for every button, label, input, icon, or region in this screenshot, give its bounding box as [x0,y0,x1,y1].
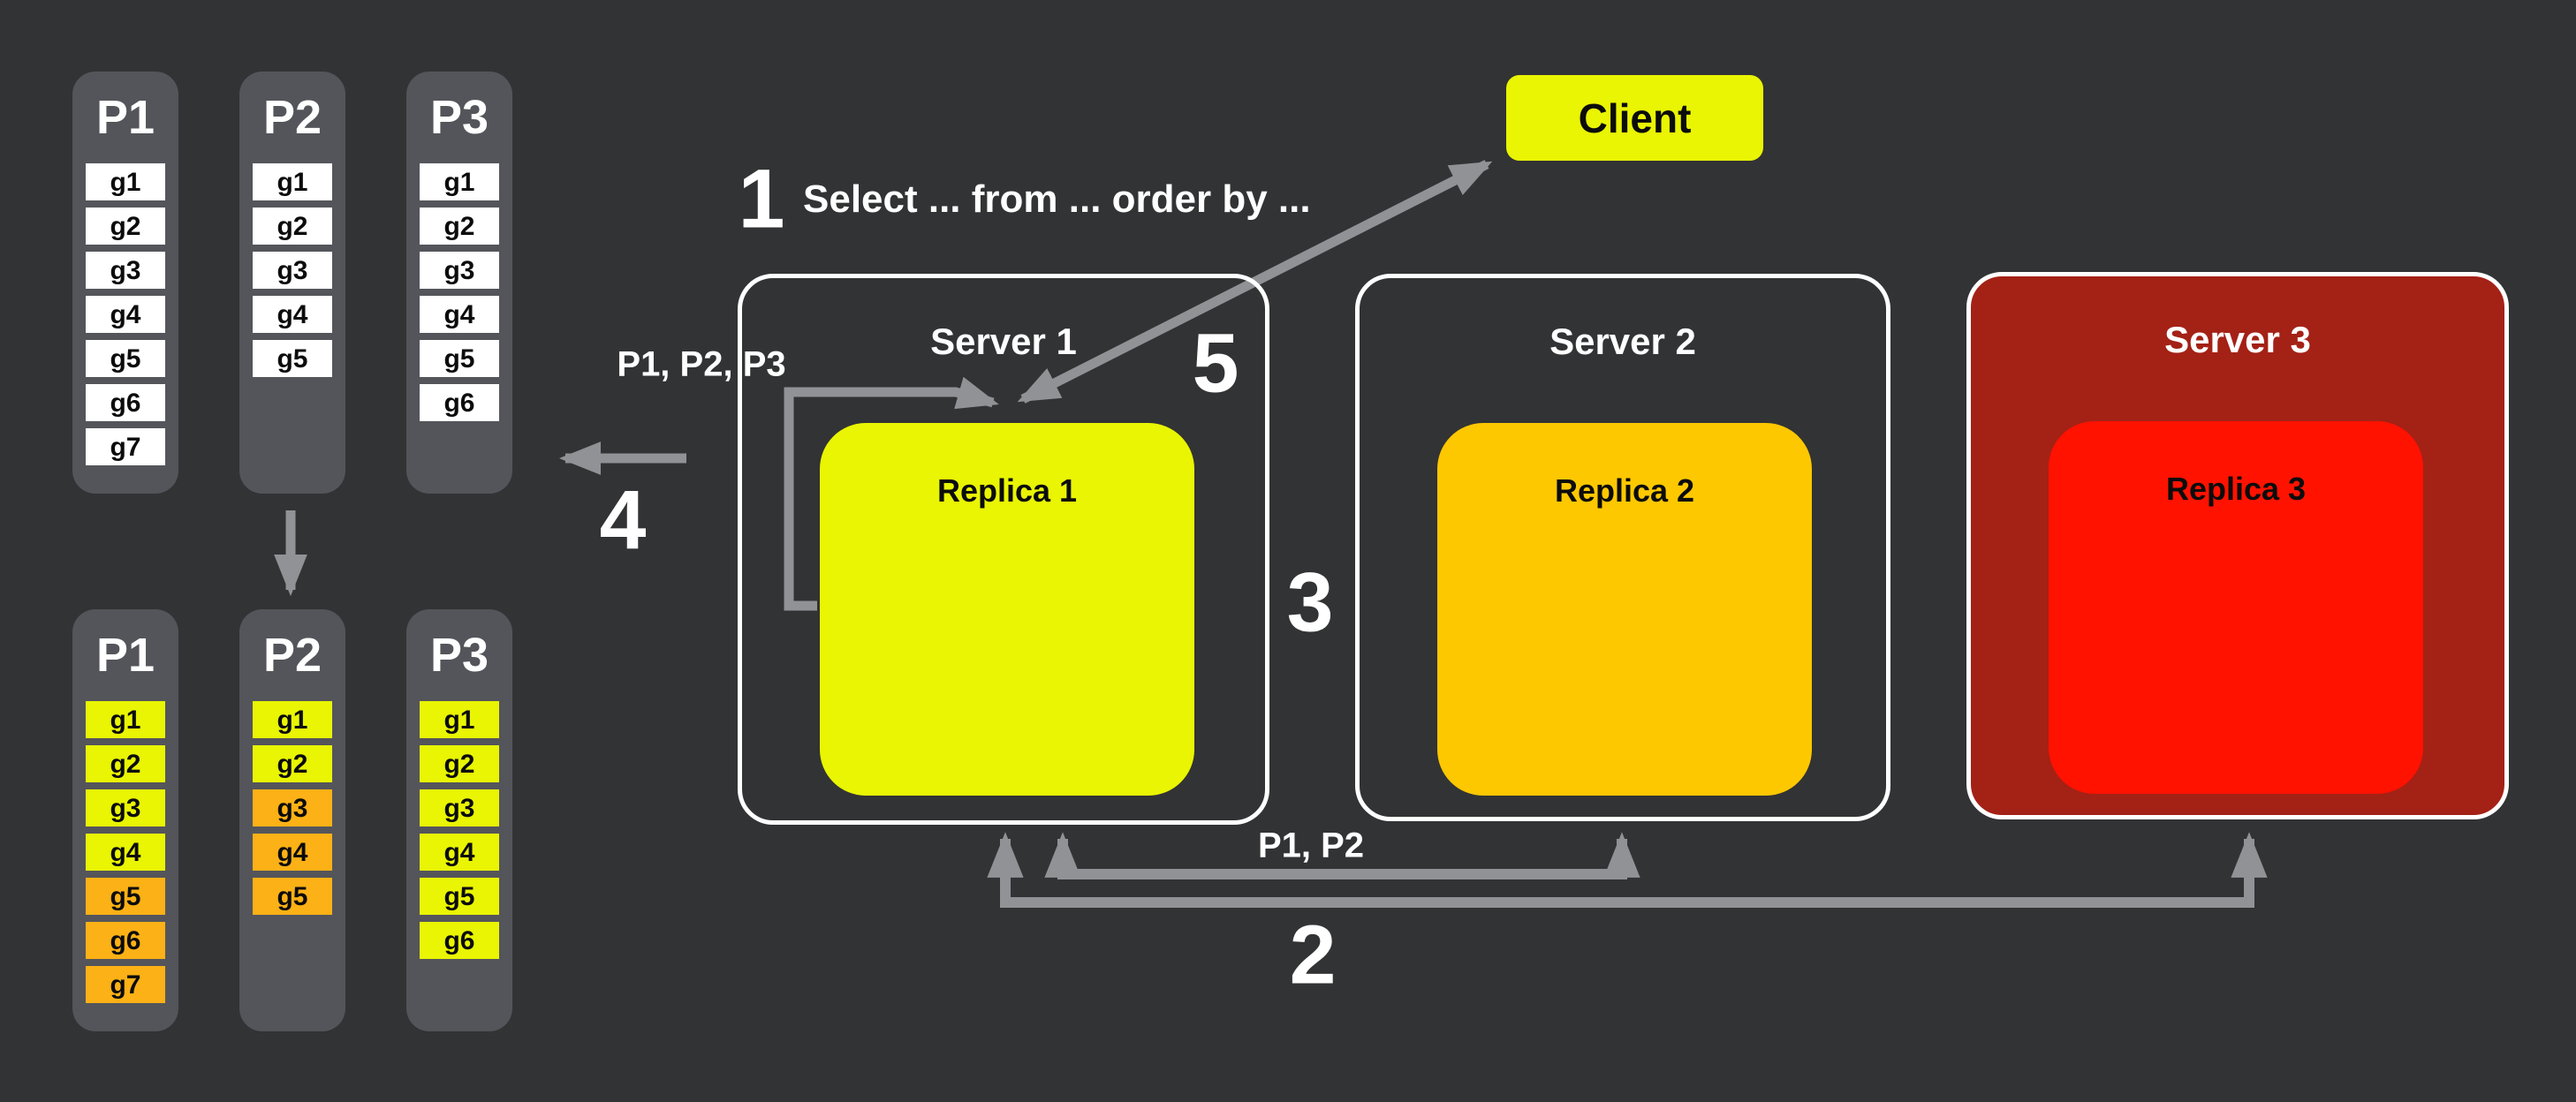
server-2-box: Server 2 Replica 2 [1355,274,1890,821]
partition-cell-g4: g4 [420,296,499,333]
step-1-number: 1 [738,152,785,246]
partition-title: P1 [95,91,155,144]
step-3-number: 3 [1286,555,1334,650]
replica-3-box: Replica 3 [2049,421,2423,794]
server-1-box: Server 1 Replica 1 [738,274,1269,825]
partition-cell-g5: g5 [420,878,499,915]
partition-cell-g6: g6 [420,922,499,959]
partition-column-p1-sorted: P1 g1 g2 g3 g4 g5 g6 g7 [72,609,178,1031]
partition-cell-g2: g2 [253,745,332,782]
replica-2-label: Replica 2 [1554,472,1695,509]
partition-cell-g4: g4 [253,296,332,333]
partition-cell-g1: g1 [86,163,165,200]
partition-cell-g5: g5 [253,340,332,377]
partition-title: P2 [262,629,322,682]
partition-cell-g4: g4 [420,834,499,871]
partition-cell-g1: g1 [86,701,165,738]
server-2-title: Server 2 [1549,321,1696,362]
replica-1-label: Replica 1 [936,472,1078,509]
label-partitions-to-server1: P1, P2, P3 [617,344,786,384]
server-1-title: Server 1 [930,321,1077,362]
partition-cell-g1: g1 [253,701,332,738]
partition-cell-g1: g1 [420,163,499,200]
partition-cell-g5: g5 [86,340,165,377]
arrow-scatter-outer [987,832,2268,908]
replica-3-label: Replica 3 [2165,471,2307,507]
replica-1-box: Replica 1 [820,423,1194,796]
partition-cell-g2: g2 [86,745,165,782]
replica-2-box: Replica 2 [1437,423,1812,796]
server-3-title: Server 3 [2164,319,2311,360]
partition-cell-g7: g7 [86,428,165,465]
partition-title: P3 [429,91,489,144]
arrow-local-sort-loop [784,376,999,611]
partition-cell-g3: g3 [86,789,165,826]
partition-cell-g6: g6 [86,922,165,959]
partition-cell-g5: g5 [420,340,499,377]
partition-cell-g5: g5 [86,878,165,915]
partition-cell-g3: g3 [420,789,499,826]
partition-cell-g2: g2 [420,745,499,782]
partition-cell-g6: g6 [420,384,499,421]
partition-cell-g4: g4 [86,296,165,333]
partition-column-p1-unsorted: P1 g1 g2 g3 g4 g5 g6 g7 [72,72,178,494]
step-5-number: 5 [1192,316,1239,411]
partition-cell-g1: g1 [420,701,499,738]
step-4-number: 4 [599,473,647,568]
partition-column-p2-unsorted: P2 g1 g2 g3 g4 g5 [239,72,345,494]
partition-column-p3-sorted: P3 g1 g2 g3 g4 g5 g6 [406,609,512,1031]
partition-cell-g3: g3 [253,789,332,826]
partition-cell-g5: g5 [253,878,332,915]
partition-cell-g3: g3 [420,252,499,289]
client-box: Client [1506,75,1763,161]
partition-cell-g7: g7 [86,966,165,1003]
partition-column-p2-sorted: P2 g1 g2 g3 g4 g5 [239,609,345,1031]
partition-cell-g3: g3 [86,252,165,289]
partition-cell-g4: g4 [253,834,332,871]
partition-column-p3-unsorted: P3 g1 g2 g3 g4 g5 g6 [406,72,512,494]
partition-group-sorted: P1 g1 g2 g3 g4 g5 g6 g7 P2 g1 g2 g3 g4 g5 P3 g1 g2 g3 g4 g5… [72,609,512,1031]
step-2-number: 2 [1289,908,1337,1002]
server-3-box: Server 3 Replica 3 [1966,272,2509,819]
partition-cell-g3: g3 [253,252,332,289]
partition-cell-g4: g4 [86,834,165,871]
label-partitions-to-server2: P1, P2 [1257,826,1365,865]
partition-group-unsorted: P1 g1 g2 g3 g4 g5 g6 g7 P2 g1 g2 g3 g4 g5 P3 g1 g2 g3 g4 g5… [72,72,512,494]
partition-title: P2 [262,91,322,144]
partition-cell-g6: g6 [86,384,165,421]
partition-title: P3 [429,629,489,682]
partition-title: P1 [95,629,155,682]
partition-cell-g2: g2 [420,208,499,245]
partition-cell-g2: g2 [253,208,332,245]
partition-cell-g1: g1 [253,163,332,200]
partition-cell-g2: g2 [86,208,165,245]
query-text: Select ... from ... order by ... [803,177,1311,221]
